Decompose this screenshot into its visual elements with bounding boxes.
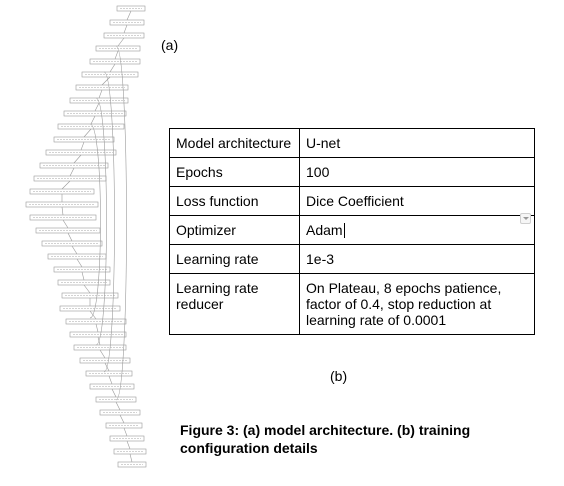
- layer-connector: [83, 128, 92, 138]
- skip-connection: [115, 45, 127, 401]
- config-value: Adam: [306, 222, 343, 238]
- layer-connector: [111, 388, 117, 398]
- skip-connection: [95, 97, 107, 346]
- table-row: Optimizer Adam: [169, 215, 535, 245]
- layer-connector: [76, 258, 83, 268]
- config-key: Epochs: [169, 157, 300, 187]
- table-row: Loss function Dice Coefficient: [169, 186, 535, 216]
- config-value[interactable]: U-net: [299, 128, 535, 158]
- config-value[interactable]: 1e-3: [299, 244, 535, 274]
- layer-connector: [83, 284, 91, 294]
- layer-connector: [90, 115, 96, 125]
- layer-connector: [67, 232, 73, 242]
- skip-connection: [103, 71, 115, 373]
- config-key: Loss function: [169, 186, 300, 216]
- layer-connector: [109, 63, 116, 73]
- config-key: Learning rate reducer: [169, 273, 300, 335]
- layer-connector: [115, 401, 121, 411]
- layer-connector: [99, 349, 106, 359]
- layer-connector: [119, 414, 125, 424]
- layer-connector: [129, 453, 133, 463]
- table-row: Learning rate 1e-3: [169, 244, 535, 274]
- layer-connector: [69, 167, 75, 177]
- table-row: Model architecture U-net: [169, 128, 535, 158]
- config-value[interactable]: 100: [299, 157, 535, 187]
- layer-connector: [101, 76, 111, 86]
- config-key: Optimizer: [169, 215, 300, 245]
- layer-connector: [94, 102, 100, 112]
- layer-connector: [80, 141, 85, 151]
- config-key: Learning rate: [169, 244, 300, 274]
- layer-connector: [126, 440, 131, 450]
- cell-options-dropdown-icon[interactable]: [520, 213, 531, 224]
- layer-connector: [126, 10, 132, 21]
- layer-connector: [114, 50, 119, 60]
- layer-connector: [98, 89, 103, 99]
- layer-connector: [95, 323, 99, 333]
- table-row: Epochs 100: [169, 157, 535, 187]
- config-value[interactable]: Dice Coefficient: [299, 186, 535, 216]
- panel-label-b: (b): [330, 368, 348, 384]
- config-value-active-cell[interactable]: Adam: [299, 215, 535, 245]
- layer-connector: [108, 375, 113, 385]
- layer-connector: [61, 206, 64, 216]
- layer-connector: [71, 245, 78, 255]
- config-key: Model architecture: [169, 128, 300, 158]
- training-config-table: Model architecture U-net Epochs 100 Loss…: [169, 128, 535, 335]
- layer-connector: [73, 154, 82, 164]
- layer-connector: [117, 37, 125, 47]
- layer-connector: [62, 219, 69, 229]
- table-row: Learning rate reducer On Plateau, 8 epoc…: [169, 273, 535, 335]
- skip-connection: [89, 123, 101, 319]
- config-value[interactable]: On Plateau, 8 epochs patience, factor of…: [299, 273, 535, 335]
- layer-connector: [123, 427, 128, 437]
- panel-label-a: (a): [161, 37, 179, 53]
- layer-connector: [81, 271, 85, 281]
- text-cursor: [343, 223, 345, 238]
- figure-caption: Figure 3: (a) model architecture. (b) tr…: [180, 422, 471, 456]
- layer-connector: [61, 180, 71, 190]
- layer-connector: [123, 24, 128, 34]
